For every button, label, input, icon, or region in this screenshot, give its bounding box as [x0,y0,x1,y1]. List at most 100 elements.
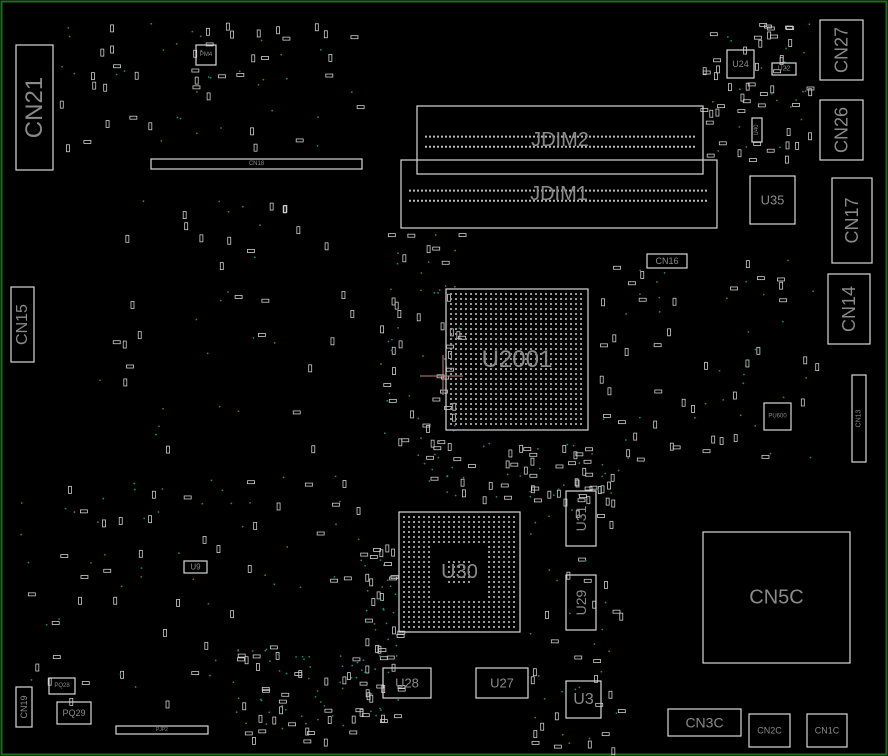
component-outline [748,713,791,748]
component-label: JDIM1 [530,183,588,205]
component-outline [806,713,848,748]
component-u30[interactable]: U30 [398,511,521,633]
component-label: U40 [754,124,760,136]
component-u27[interactable]: U27 [475,667,529,699]
component-outline [565,490,597,547]
component-u31[interactable]: U31 [565,490,597,547]
component-outline [831,177,873,264]
component-u40[interactable]: U40 [751,117,763,143]
component-cn19[interactable]: CN19 [15,686,33,728]
component-outline [565,574,597,631]
component-jdim1[interactable]: JDIM1 [400,159,718,229]
component-cn16[interactable]: CN16 [646,253,688,269]
component-outline [667,708,742,737]
component-outline [702,531,851,664]
component-outline [751,117,763,143]
component-cn2c[interactable]: CN2C [748,713,791,748]
component-outline [771,62,797,76]
component-label: U22 [778,66,791,73]
component-label: CN17 [842,197,862,243]
component-outline [749,175,796,225]
component-cn21[interactable]: CN21 [15,44,54,171]
component-outline [56,701,92,725]
component-label: CN16 [655,256,678,266]
component-outline [726,49,755,79]
component-label: U29 [573,589,589,615]
component-label: U35 [761,193,785,208]
component-label: U27 [490,676,514,691]
component-pm4[interactable]: PM4 [195,44,217,66]
component-outline [565,680,602,719]
component-label: CN5C [749,587,803,609]
small-components-layer [20,22,820,756]
component-label: PQ29 [62,708,85,718]
component-outline [819,19,864,81]
component-outline [416,105,704,175]
component-outline [646,253,688,269]
component-u22[interactable]: U22 [771,62,797,76]
component-label: CN18 [249,161,265,167]
component-cn18[interactable]: CN18 [150,158,363,170]
component-label: PM4 [200,52,213,58]
component-label: JDIM2 [531,129,589,151]
component-outline [15,44,54,171]
component-outline [819,99,864,161]
component-outline [445,288,589,431]
component-label: CN14 [839,286,859,332]
component-u28[interactable]: U28 [382,667,432,699]
component-u24[interactable]: U24 [726,49,755,79]
component-label: U30 [441,561,478,583]
component-cn14[interactable]: CN14 [827,273,871,345]
component-u35[interactable]: U35 [749,175,796,225]
component-cn27[interactable]: CN27 [819,19,864,81]
component-pjp2[interactable]: PJP2 [115,725,209,735]
component-pu600[interactable]: PU600 [763,402,792,431]
component-outline [475,667,529,699]
component-cn3c[interactable]: CN3C [667,708,742,737]
component-label: CN15 [14,304,31,345]
component-label: PU600 [768,414,787,420]
component-label: CN21 [21,77,48,138]
component-pq29[interactable]: PQ29 [56,701,92,725]
component-u29[interactable]: U29 [565,574,597,631]
component-jdim2[interactable]: JDIM2 [416,105,704,175]
component-cn13[interactable]: CN13 [851,374,867,463]
component-label: CN3C [685,715,723,731]
component-outline [398,511,521,633]
component-outline [10,286,35,363]
component-outline [763,402,792,431]
component-cn17[interactable]: CN17 [831,177,873,264]
component-u2001[interactable]: U2001 [445,288,589,431]
component-u9[interactable]: U9 [183,560,208,574]
component-cn26[interactable]: CN26 [819,99,864,161]
component-outline [183,560,208,574]
component-label: U3 [573,691,594,708]
component-label: CN1C [815,726,840,736]
component-outline [400,159,718,229]
component-pq28[interactable]: PQ28 [48,677,76,695]
component-label: CN2C [757,726,782,736]
component-label: U24 [732,59,749,69]
component-label: CN19 [19,695,29,718]
component-outline [851,374,867,463]
component-outline [382,667,432,699]
component-label: U2001 [482,346,553,373]
component-label: CN27 [832,27,852,73]
component-outline [195,44,217,66]
component-outline [150,158,363,170]
component-outline [48,677,76,695]
component-label: U9 [190,563,201,572]
component-label: U31 [573,505,589,531]
component-cn5c[interactable]: CN5C [702,531,851,664]
component-outline [15,686,33,728]
component-label: PQ28 [54,683,70,689]
component-cn1c[interactable]: CN1C [806,713,848,748]
component-label: CN13 [856,409,863,427]
component-label: U28 [395,676,419,691]
component-u3[interactable]: U3 [565,680,602,719]
component-cn15[interactable]: CN15 [10,286,35,363]
